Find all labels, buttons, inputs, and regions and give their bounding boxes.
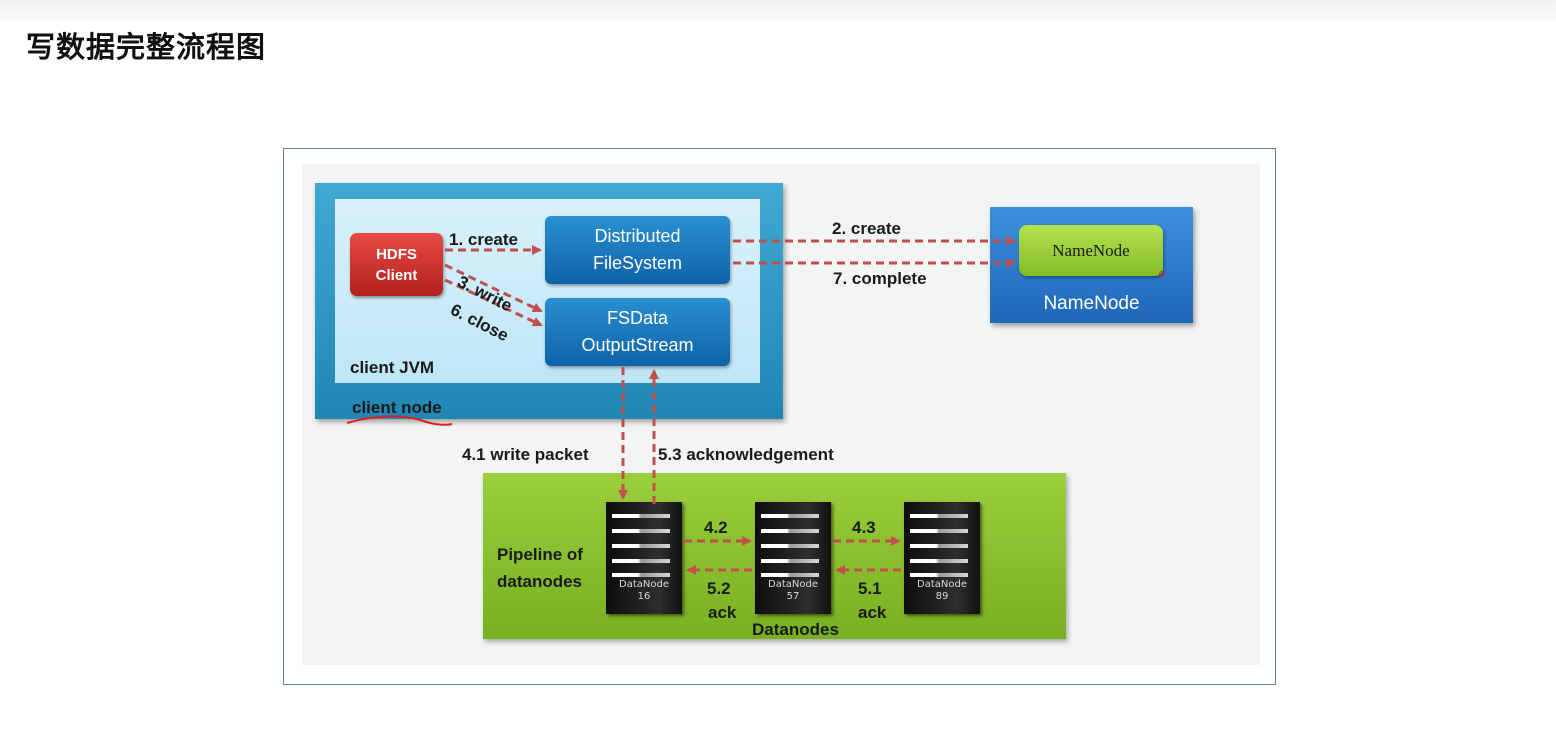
fsdata-outputstream-box: FSData OutputStream (545, 298, 730, 366)
datanode-57-name: DataNode (768, 579, 818, 590)
underline-annotation (346, 415, 453, 426)
datanode-16-name: DataNode (619, 579, 669, 590)
hdfs-client-line1: HDFS (376, 245, 417, 263)
label-ack-52: ack (708, 603, 737, 622)
pipeline-label-line1: Pipeline of (497, 545, 583, 564)
client-jvm-label: client JVM (350, 358, 435, 377)
label-43: 4.3 (852, 518, 876, 537)
label-52: 5.2 (707, 579, 731, 598)
label-42: 4.2 (704, 518, 728, 537)
label-complete7: 7. complete (833, 269, 927, 288)
namenode-inner-box: NameNode (1019, 225, 1163, 276)
label-create1: 1. create (449, 230, 518, 249)
datanode-89-name: DataNode (917, 579, 967, 590)
top-bar (0, 0, 1556, 20)
label-write-packet: 4.1 write packet (462, 445, 589, 464)
pipeline-label: Pipeline of datanodes (497, 541, 583, 595)
arrow-close6 (444, 278, 543, 327)
annotation-dot (1159, 271, 1165, 277)
datanode-57-id: 57 (786, 591, 800, 602)
datanode-16-id: 16 (637, 591, 651, 602)
datanodes-label: Datanodes (752, 620, 839, 639)
hdfs-client-line2: Client (375, 266, 418, 284)
datanode-server-16: DataNode 16 (606, 502, 682, 614)
client-node-label: client node (352, 398, 442, 417)
distributed-filesystem-box: Distributed FileSystem (545, 216, 730, 284)
namenode-caption: NameNode (1043, 293, 1140, 314)
distributed-fs-line1: Distributed (594, 226, 681, 246)
label-ack-53: 5.3 acknowledgement (658, 445, 834, 464)
label-ack-51: ack (858, 603, 887, 622)
datanode-server-57: DataNode 57 (755, 502, 831, 614)
hdfs-client-box: HDFS Client (350, 233, 443, 296)
fsdata-line1: FSData (606, 308, 669, 328)
datanode-89-id: 89 (935, 591, 949, 602)
datanode-server-89: DataNode 89 (904, 502, 980, 614)
pipeline-label-line2: datanodes (497, 572, 583, 591)
fsdata-line2: OutputStream (581, 335, 694, 355)
arrow-write3 (444, 263, 543, 313)
distributed-fs-line2: FileSystem (592, 253, 682, 273)
page-title: 写数据完整流程图 (26, 30, 267, 64)
label-51: 5.1 (858, 579, 882, 598)
label-create2: 2. create (832, 219, 901, 238)
